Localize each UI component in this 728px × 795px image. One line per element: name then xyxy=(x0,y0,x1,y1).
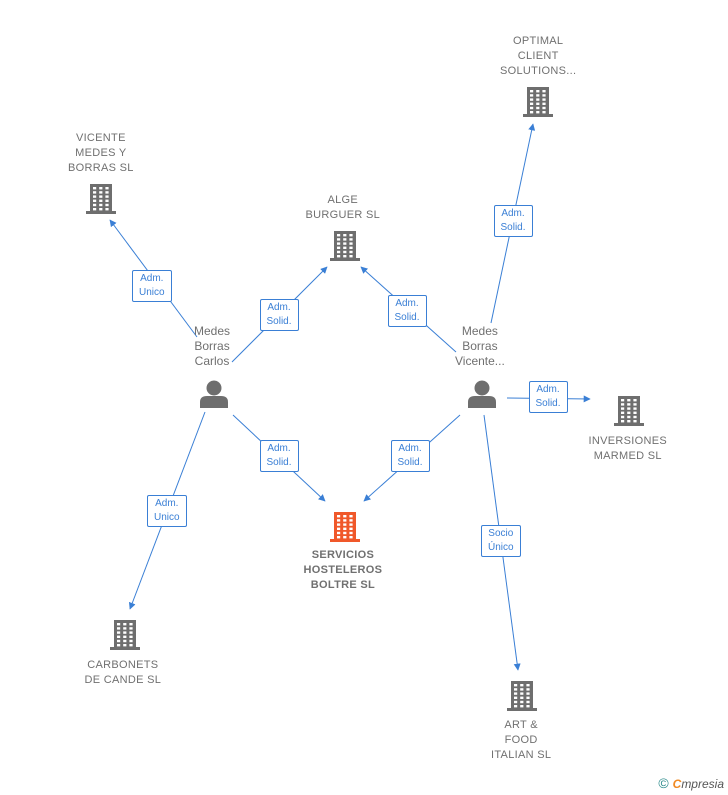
brand-logo: Cmpresia xyxy=(672,777,724,791)
label-line: Solid. xyxy=(266,316,292,327)
label-line: BOLTRE SL xyxy=(310,579,375,591)
label-line: Solid. xyxy=(535,398,561,409)
edge-label-e5[interactable]: Adm. Unico xyxy=(147,495,187,527)
label-line: Único xyxy=(488,542,514,553)
label-line: Solid. xyxy=(397,457,423,468)
building-icon-inversiones_marmed[interactable] xyxy=(614,396,644,426)
label-line: Solid. xyxy=(500,222,526,233)
label-line: Socio xyxy=(488,528,514,539)
company-label-carbonets[interactable]: CARBONETS DE CANDE SL xyxy=(85,658,162,688)
label-line: Borras xyxy=(462,339,498,353)
label-line: CLIENT xyxy=(517,50,559,62)
label-line: Solid. xyxy=(266,457,292,468)
company-label-optimal_client[interactable]: OPTIMAL CLIENT SOLUTIONS... xyxy=(500,34,576,79)
label-line: INVERSIONES xyxy=(588,435,667,447)
company-label-alge_burguer[interactable]: ALGE BURGUER SL xyxy=(306,193,381,223)
label-line: Adm. xyxy=(267,443,291,454)
label-line: MARMED SL xyxy=(593,450,662,462)
label-line: CARBONETS xyxy=(87,659,159,671)
label-line: Unico xyxy=(139,287,165,298)
label-line: Borras xyxy=(194,339,230,353)
edge-label-e8[interactable]: Adm. Solid. xyxy=(528,381,568,413)
edge-label-e6[interactable]: Adm. Solid. xyxy=(259,440,299,472)
person-icon-carlos[interactable] xyxy=(200,380,228,409)
company-label-servicios_hosteleros[interactable]: SERVICIOS HOSTELEROS BOLTRE SL xyxy=(304,548,383,593)
label-line: Carlos xyxy=(194,354,230,368)
label-line: ITALIAN SL xyxy=(491,749,552,761)
label-line: MEDES Y xyxy=(75,147,127,159)
building-icon-alge_burguer[interactable] xyxy=(330,231,360,261)
edge-label-e3[interactable]: Adm. Solid. xyxy=(387,295,427,327)
label-line: Vicente... xyxy=(455,354,505,368)
building-icon-servicios_hosteleros[interactable] xyxy=(330,512,360,542)
label-line: SOLUTIONS... xyxy=(500,65,577,77)
icons-layer xyxy=(86,87,644,711)
building-icon-optimal_client[interactable] xyxy=(523,87,553,117)
footer-brand[interactable]: ©Cmpresia xyxy=(658,775,724,791)
label-line: Adm. xyxy=(501,208,525,219)
label-line: Solid. xyxy=(394,312,420,323)
edge-label-e7[interactable]: Adm. Solid. xyxy=(390,440,430,472)
person-icon-vicente[interactable] xyxy=(468,380,496,409)
edge-label-e4[interactable]: Adm. Solid. xyxy=(493,205,533,237)
label-line: Medes xyxy=(194,324,231,338)
label-line: VICENTE xyxy=(75,132,126,144)
company-label-vicente_medes[interactable]: VICENTE MEDES Y BORRAS SL xyxy=(68,131,134,176)
building-icon-art_food[interactable] xyxy=(507,681,537,711)
building-icon-carbonets[interactable] xyxy=(110,620,140,650)
label-line: Medes xyxy=(461,324,498,338)
label-line: DE CANDE SL xyxy=(84,674,162,686)
label-line: Adm. xyxy=(536,384,560,395)
copyright-icon: © xyxy=(658,775,669,791)
label-line: Adm. xyxy=(155,498,179,509)
company-label-inversiones_marmed[interactable]: INVERSIONES MARMED SL xyxy=(589,434,668,464)
label-line: ALGE xyxy=(327,194,359,206)
label-line: SERVICIOS xyxy=(311,549,375,561)
company-label-art_food[interactable]: ART & FOOD ITALIAN SL xyxy=(491,718,551,763)
edge-label-e2[interactable]: Adm. Solid. xyxy=(259,299,299,331)
label-line: OPTIMAL xyxy=(512,35,564,47)
label-line: Adm. xyxy=(395,298,419,309)
label-line: HOSTELEROS xyxy=(303,564,383,576)
label-line: BURGUER SL xyxy=(305,209,381,221)
label-line: FOOD xyxy=(504,734,538,746)
label-line: ART & xyxy=(504,719,538,731)
edge-label-e1[interactable]: Adm. Unico xyxy=(132,270,172,302)
building-icon-vicente_medes[interactable] xyxy=(86,184,116,214)
label-line: Adm. xyxy=(140,273,164,284)
label-line: Unico xyxy=(154,512,180,523)
label-line: BORRAS SL xyxy=(68,162,134,174)
label-line: Adm. xyxy=(267,302,291,313)
label-line: Adm. xyxy=(398,443,422,454)
